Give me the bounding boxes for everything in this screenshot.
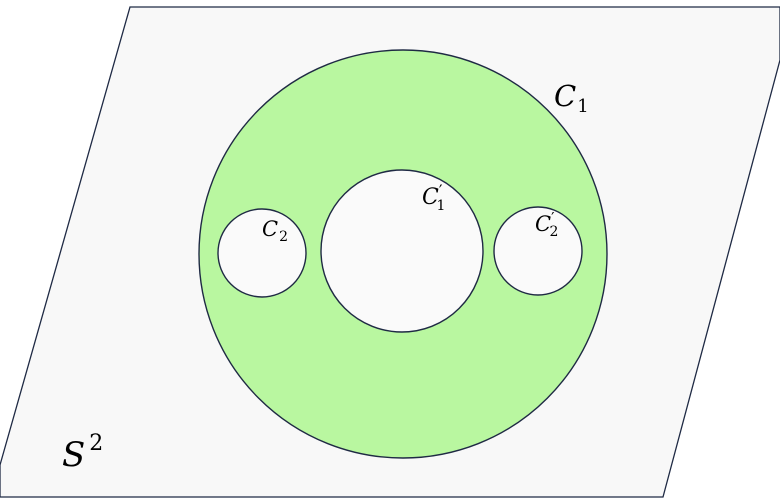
label-c2-sub: 2 bbox=[279, 229, 288, 245]
label-c1-prime: C′1 bbox=[422, 181, 445, 214]
label-c1-prime-base: C bbox=[422, 185, 439, 210]
label-c2-prime: C′2 bbox=[535, 209, 558, 240]
circle-c2 bbox=[217, 208, 307, 298]
label-s2-base: S bbox=[62, 435, 85, 475]
circle-c1-prime bbox=[320, 169, 484, 333]
circle-c2-prime bbox=[493, 206, 583, 296]
label-c2-prime-mark: ′ bbox=[551, 209, 555, 227]
label-c2-prime-base: C bbox=[535, 212, 551, 236]
label-c2: C2 bbox=[262, 217, 288, 245]
label-c1: C1 bbox=[554, 79, 589, 117]
label-c1-base: C bbox=[554, 79, 576, 113]
label-s2-sup: 2 bbox=[89, 431, 103, 456]
label-c1-sub: 1 bbox=[577, 96, 588, 117]
label-c1-prime-sub: 1 bbox=[436, 198, 445, 214]
label-c2-prime-sub: 2 bbox=[549, 224, 558, 240]
label-c1-prime-mark: ′ bbox=[439, 181, 443, 200]
label-c2-base: C bbox=[262, 217, 278, 241]
